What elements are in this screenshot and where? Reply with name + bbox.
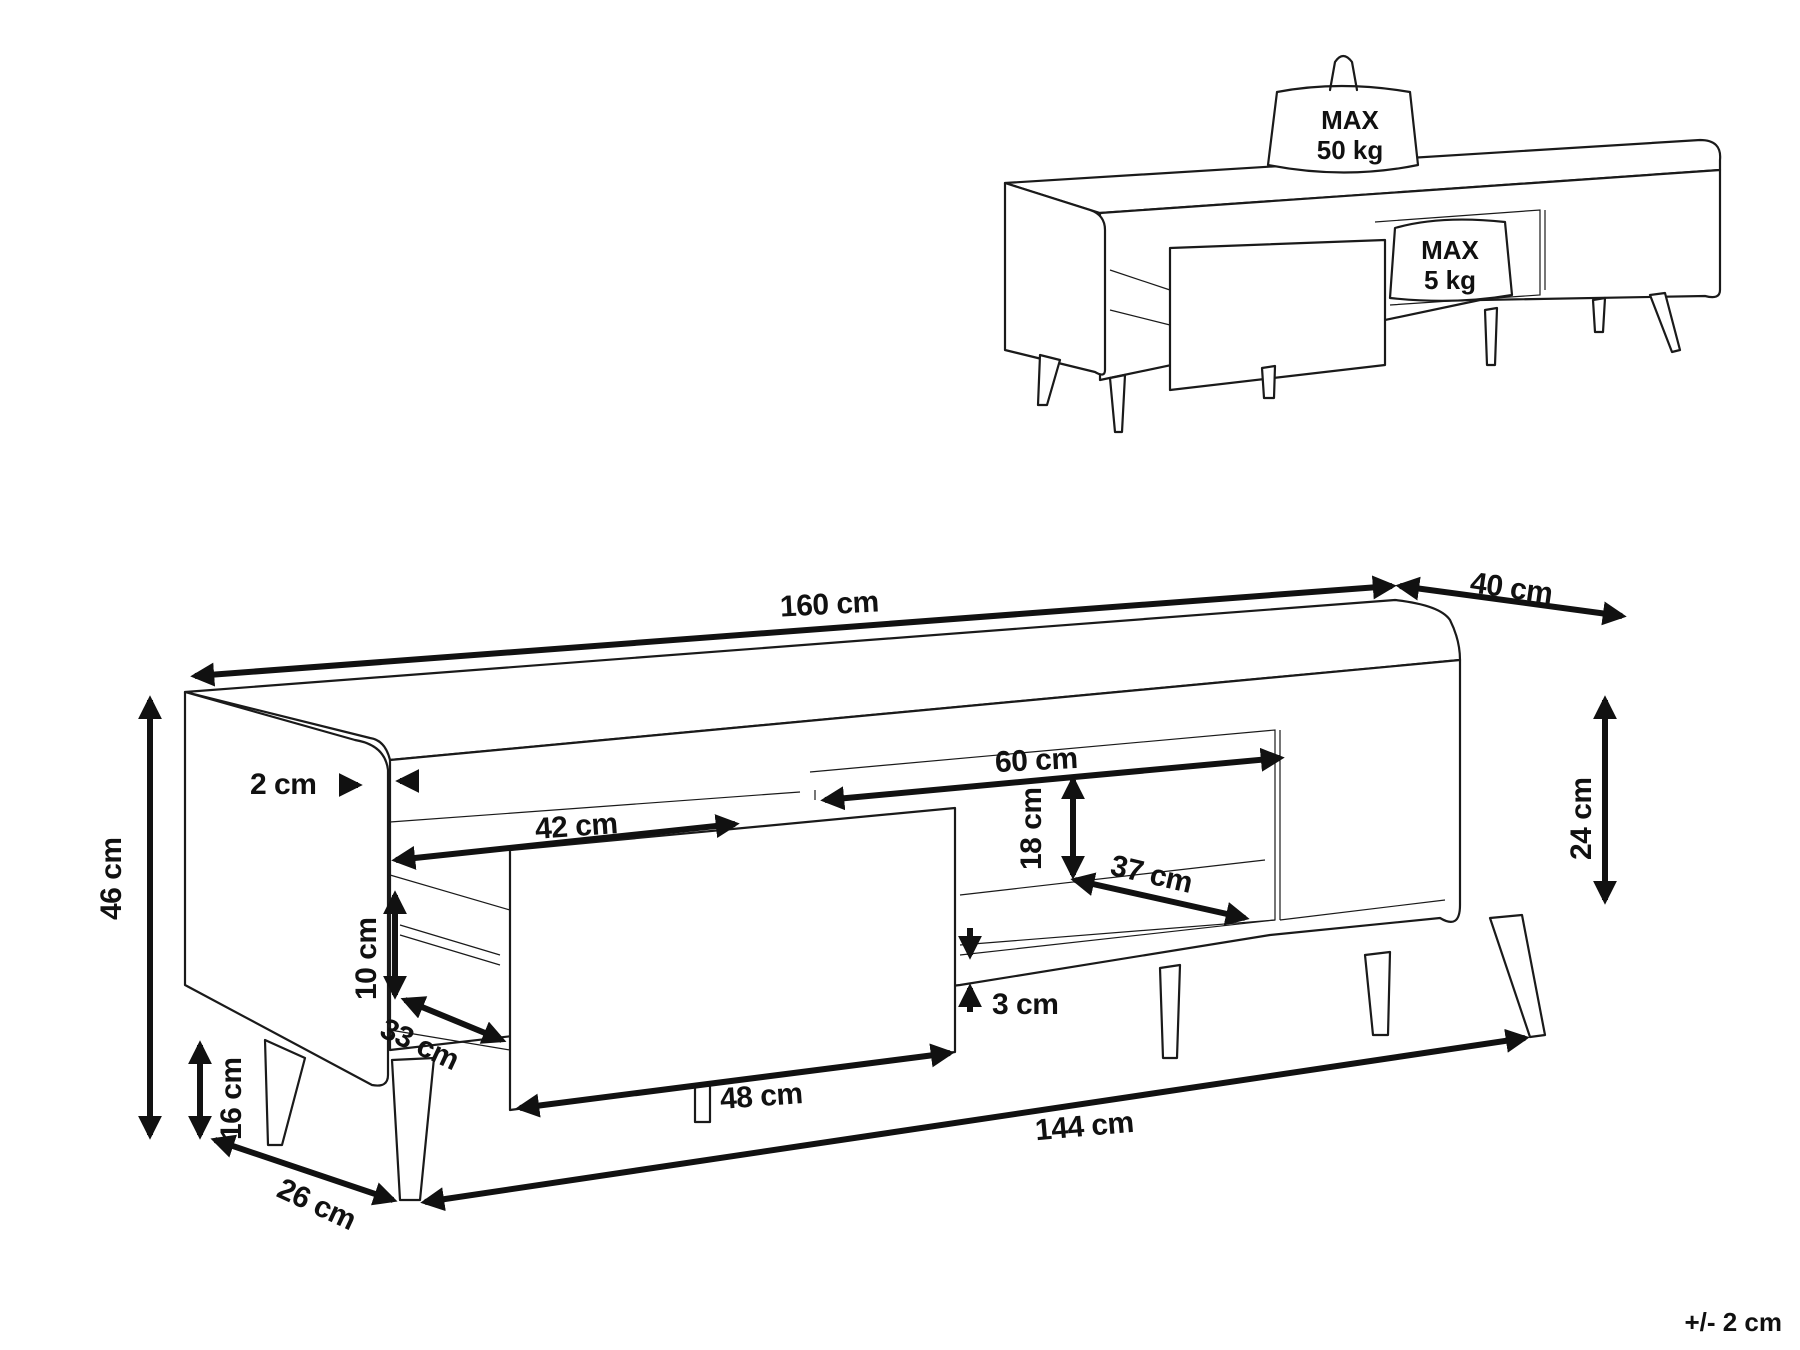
load-label-top: MAX 50 kg (1300, 105, 1400, 165)
dim-bottom-thickness: 3 cm (992, 988, 1059, 1021)
weight-5kg-icon (1388, 218, 1514, 302)
dim-shelf-width: 60 cm (994, 741, 1079, 780)
leg (263, 1038, 307, 1147)
load-label-drawer-line2: 5 kg (1423, 265, 1477, 295)
dim-overall-width: 160 cm (779, 585, 880, 624)
dim-drawer-inner-width: 42 cm (533, 807, 619, 846)
leg (693, 1081, 712, 1124)
load-label-top-line1: MAX (1321, 105, 1379, 135)
dim-shelf-height: 18 cm (1015, 787, 1048, 870)
leg (390, 1056, 436, 1202)
dim-overall-height: 46 cm (95, 837, 128, 920)
dim-drawer-front-width: 48 cm (718, 1077, 804, 1116)
leg (1488, 913, 1547, 1039)
left-side-panel (183, 690, 390, 1087)
tolerance-note: +/- 2 cm (1684, 1307, 1782, 1337)
load-label-top-line2: 50 kg (1316, 135, 1384, 165)
dim-leg-height: 16 cm (215, 1057, 248, 1140)
perspective-view (1003, 54, 1722, 434)
dim-drawer-height: 10 cm (350, 917, 383, 1000)
load-label-drawer: MAX 5 kg (1405, 235, 1495, 295)
drawer-front (508, 806, 957, 1112)
leg (1158, 963, 1182, 1060)
weight-50kg-icon (1266, 84, 1420, 174)
main-view (138, 575, 1627, 1212)
open-drawer (1168, 238, 1387, 392)
load-label-drawer-line1: MAX (1421, 235, 1479, 265)
dim-side-thickness: 2 cm (250, 768, 317, 801)
leg (1363, 950, 1392, 1037)
dim-door-height: 24 cm (1565, 777, 1598, 860)
